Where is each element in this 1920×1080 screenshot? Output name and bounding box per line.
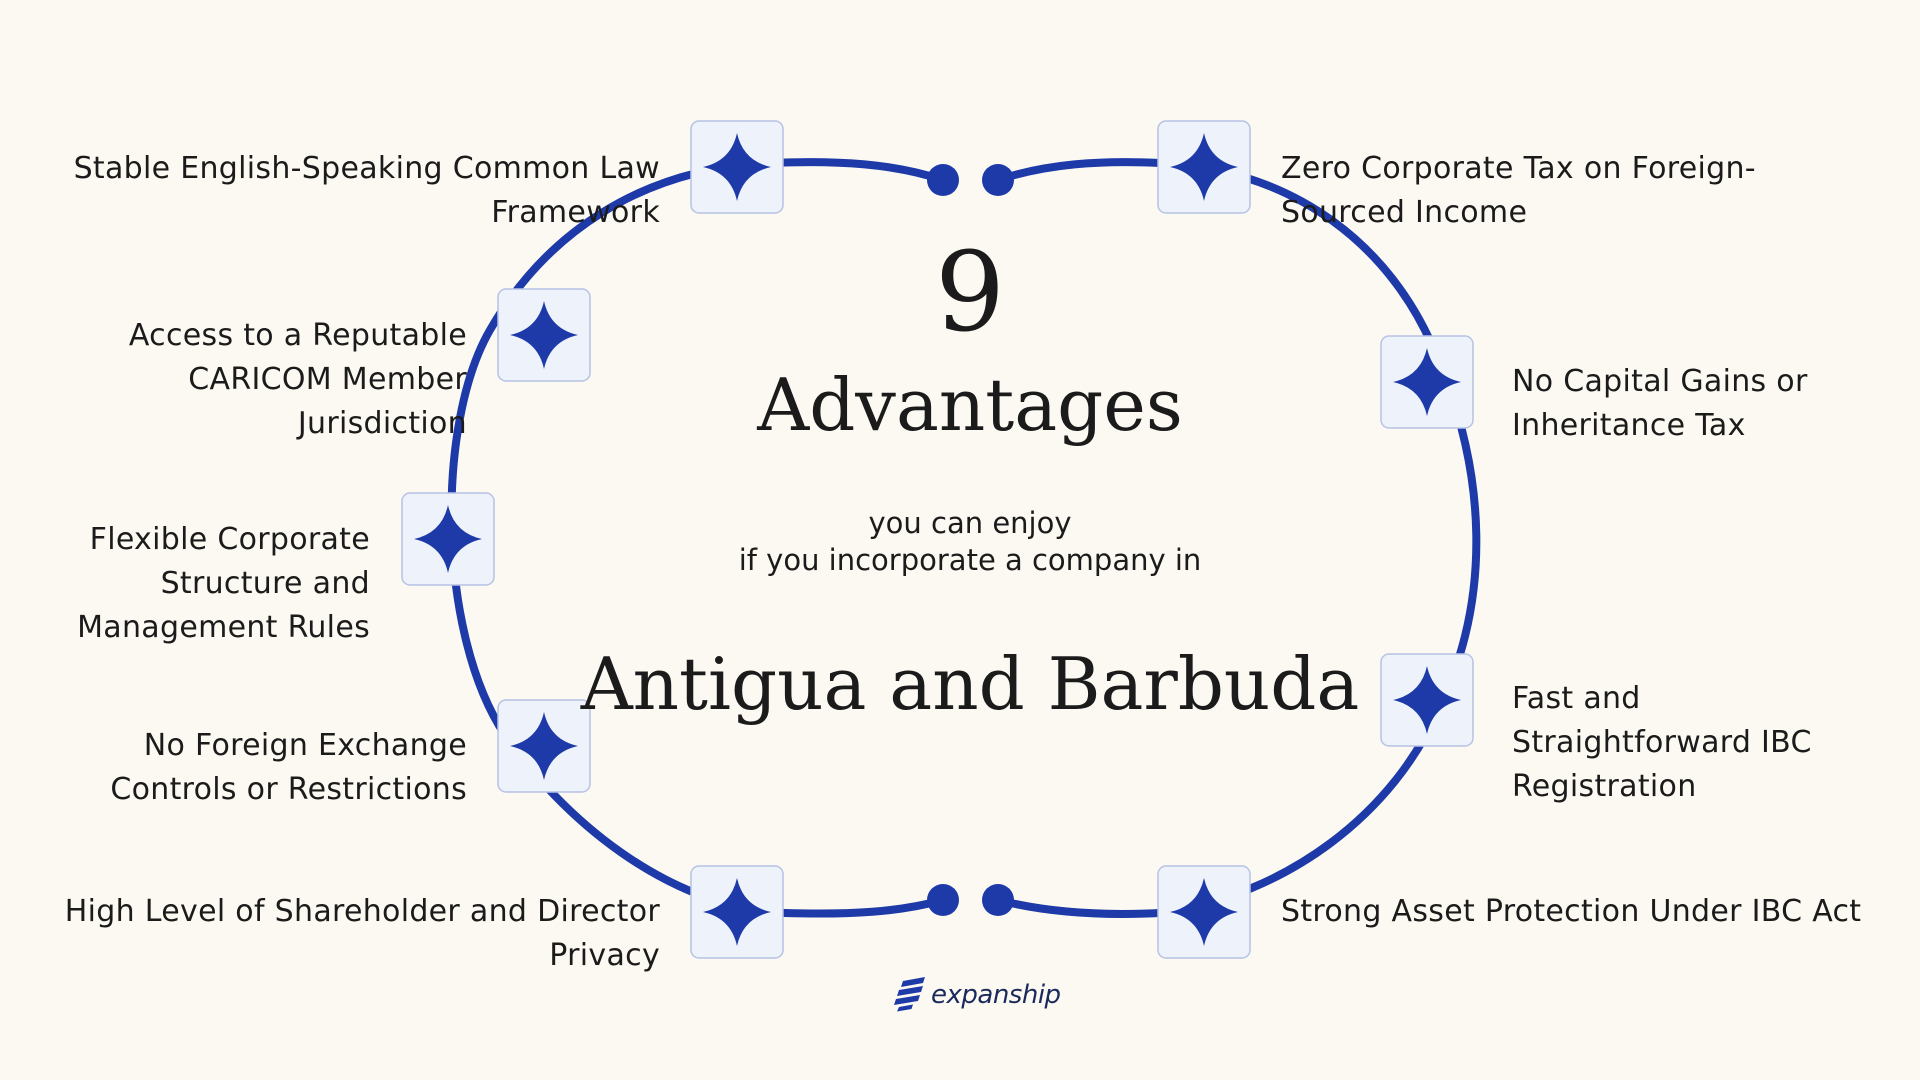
subtitle-line-2: if you incorporate a company in — [738, 543, 1202, 577]
advantages-count: 9 — [935, 228, 1005, 356]
four-point-star-icon — [414, 505, 482, 573]
four-point-star-icon — [510, 301, 578, 369]
four-point-star-icon — [510, 712, 578, 780]
advantage-label-line: High Level of Shareholder and Director — [64, 894, 660, 929]
advantage-tile — [690, 120, 784, 214]
advantage-label-line: Jurisdiction — [297, 406, 467, 441]
advantage-tile — [1380, 335, 1474, 429]
advantage-label-line: Flexible Corporate — [89, 522, 370, 557]
advantage-tile — [1157, 120, 1251, 214]
advantage-tile — [497, 699, 591, 793]
expanship-logo-icon — [894, 977, 925, 1012]
advantage-label-line: Fast and — [1512, 681, 1641, 716]
advantage-label-line: Framework — [491, 195, 660, 230]
advantage-label-line: Registration — [1512, 769, 1697, 804]
four-point-star-icon — [703, 878, 771, 946]
four-point-star-icon — [1170, 878, 1238, 946]
advantage-label-line: Controls or Restrictions — [110, 772, 467, 807]
subtitle-line-1: you can enjoy — [868, 506, 1072, 540]
advantage-label: Strong Asset Protection Under IBC Act — [1281, 890, 1901, 934]
advantage-tile — [690, 865, 784, 959]
advantage-label-line: No Capital Gains or — [1512, 364, 1808, 399]
advantage-label-line: Stable English-Speaking Common Law — [73, 151, 660, 186]
advantage-tile — [1380, 653, 1474, 747]
advantage-label-line: Straightforward IBC — [1512, 725, 1812, 760]
advantage-label: No Capital Gains or Inheritance Tax — [1512, 360, 1912, 448]
advantage-label-line: Strong Asset Protection Under IBC Act — [1281, 894, 1862, 929]
advantage-tiles — [401, 120, 1474, 959]
ring-endpoints — [927, 164, 1014, 916]
ring-endpoint-dot — [982, 164, 1014, 196]
advantage-label-line: Access to a Reputable — [128, 318, 467, 353]
advantage-tile — [497, 288, 591, 382]
advantage-label-line: CARICOM Member — [188, 362, 467, 397]
ring-endpoint-dot — [927, 884, 959, 916]
four-point-star-icon — [1393, 666, 1461, 734]
advantage-label-line: Zero Corporate Tax on Foreign- — [1281, 151, 1756, 186]
advantage-label-line: No Foreign Exchange — [143, 728, 467, 763]
advantage-label: Zero Corporate Tax on Foreign- Sourced In… — [1281, 147, 1901, 235]
advantage-label-line: Sourced Income — [1281, 195, 1528, 230]
expanship-logo: expanship — [893, 975, 1061, 1015]
ring-endpoint-dot — [927, 164, 959, 196]
four-point-star-icon — [1170, 133, 1238, 201]
ring-endpoint-dot — [982, 884, 1014, 916]
advantage-label-line: Inheritance Tax — [1512, 408, 1746, 443]
advantages-title: Advantages — [757, 363, 1183, 447]
advantage-label-line: Privacy — [549, 938, 660, 973]
logo-wordmark: expanship — [931, 980, 1061, 1010]
advantage-tile — [1157, 865, 1251, 959]
four-point-star-icon — [703, 133, 771, 201]
country-name: Antigua and Barbuda — [580, 642, 1360, 726]
advantage-tile — [401, 492, 495, 586]
advantage-label-line: Management Rules — [77, 610, 370, 645]
advantage-label-line: Structure and — [160, 566, 370, 601]
four-point-star-icon — [1393, 348, 1461, 416]
